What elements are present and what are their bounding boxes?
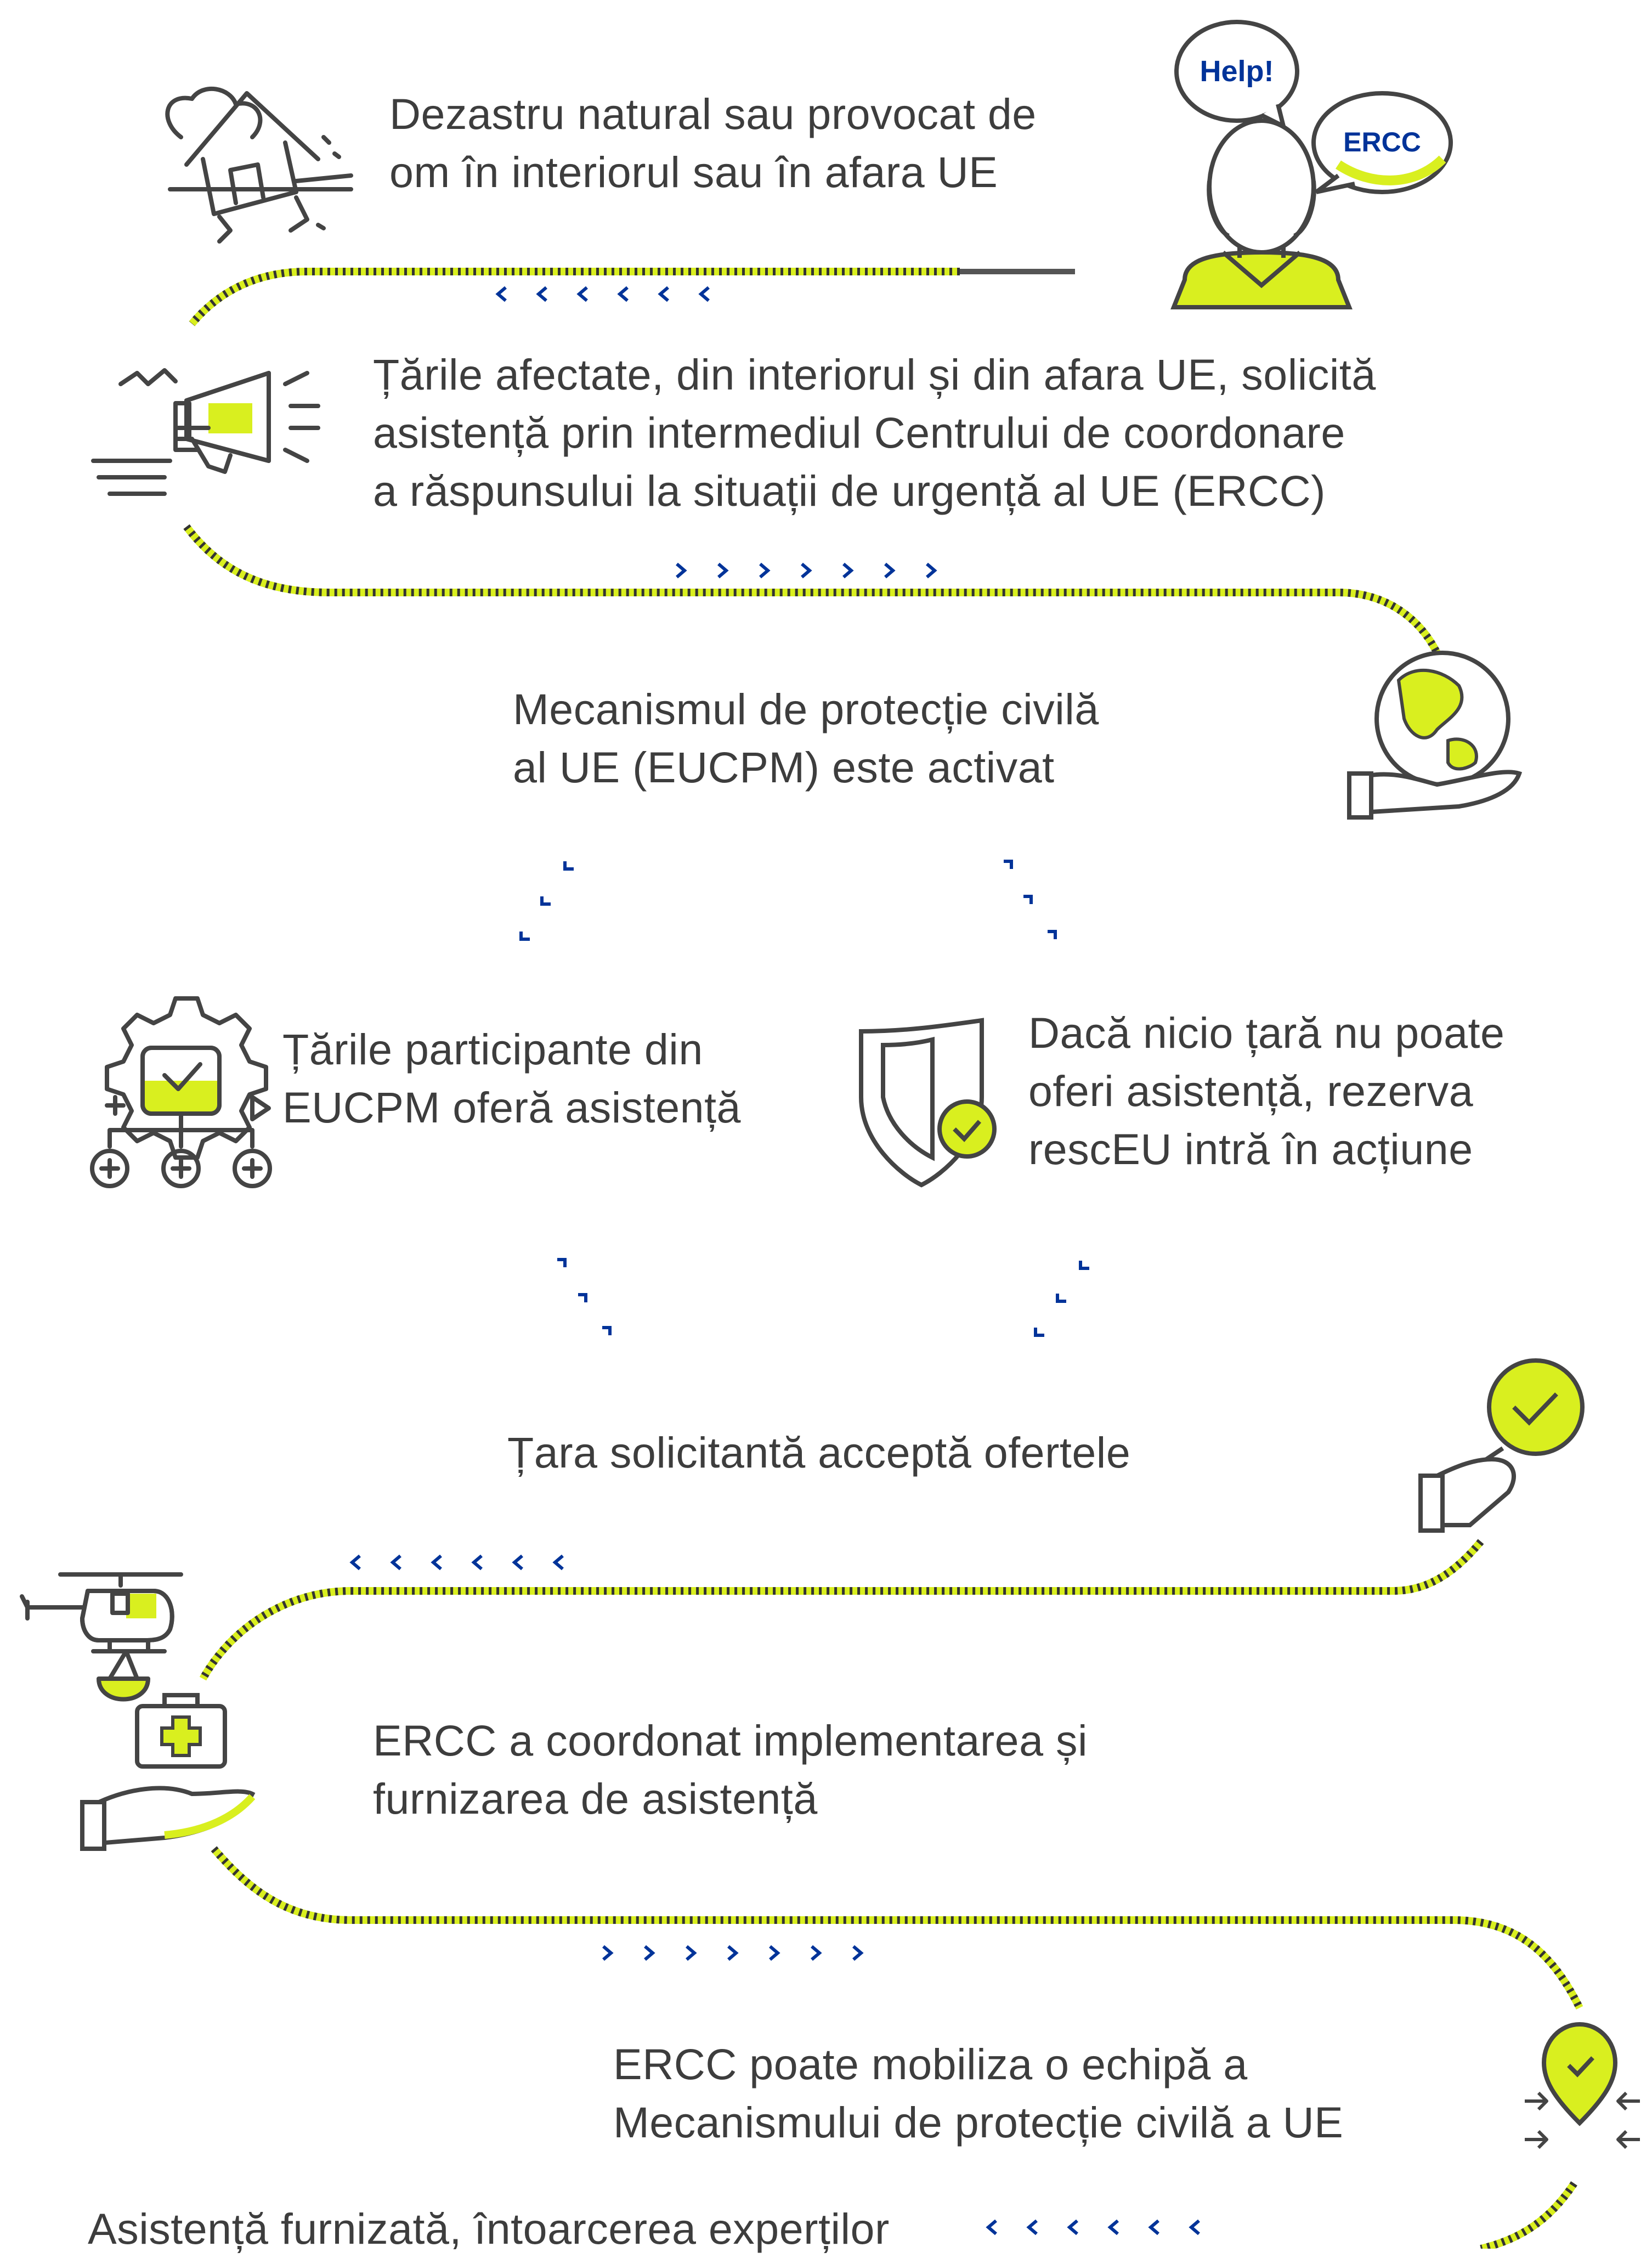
gear-checklist-icon — [90, 996, 272, 1188]
step-7-line-2: Mecanismului de protecție civilă a UE — [613, 2098, 1344, 2147]
step-2-line-2: asistență prin intermediul Centrului de … — [373, 408, 1345, 457]
step-7-line-1: ERCC poate mobiliza o echipă a — [613, 2040, 1248, 2088]
hand-check-icon — [1418, 1358, 1585, 1533]
megaphone-icon — [91, 368, 320, 496]
step-8-line-1: Asistență furnizată, întoarcerea experți… — [88, 2204, 890, 2253]
arrows-left-5 — [986, 2219, 1200, 2236]
shield-check-icon — [859, 1018, 997, 1188]
step-4a-line-2: EUCPM oferă asistență — [282, 1083, 741, 1132]
person-speech-icon: Help! ERCC — [1170, 20, 1453, 309]
first-aid-hand-icon — [80, 1693, 256, 1851]
help-bubble-text: Help! — [1200, 55, 1274, 88]
step-1-line-2: om în interiorul sau în afara UE — [389, 148, 998, 196]
step-4a-text: Țările participante din EUCPM oferă asis… — [282, 1020, 741, 1137]
step-5-line-1: Țara solicitantă acceptă ofertele — [507, 1428, 1131, 1477]
step-4b-text: Dacă nicio țară nu poate oferi asistență… — [1028, 1004, 1504, 1178]
location-check-icon — [1525, 2022, 1640, 2149]
house-disaster-icon — [165, 87, 353, 244]
connector-3 — [199, 1539, 1484, 1681]
step-6-text: ERCC a coordonat implementarea și furniz… — [373, 1712, 1088, 1828]
step-4b-line-3: rescEU intră în acțiune — [1028, 1125, 1473, 1173]
step-2-text: Țările afectate, din interiorul și din a… — [373, 346, 1376, 520]
arrows-right-4 — [602, 1945, 864, 1961]
step-1-line-1: Dezastru natural sau provocat de — [389, 89, 1037, 138]
step-2-line-3: a răspunsului la situații de urgență al … — [373, 466, 1326, 515]
step-5-text: Țara solicitantă acceptă ofertele — [507, 1424, 1130, 1482]
step-3-line-2: al UE (EUCPM) este activat — [513, 743, 1055, 792]
step-7-text: ERCC poate mobiliza o echipă a Mecanismu… — [613, 2035, 1343, 2152]
ercc-bubble-text: ERCC — [1343, 127, 1421, 157]
connector-2 — [183, 524, 1441, 655]
connector-5 — [1480, 2181, 1577, 2249]
step-2-line-1: Țările afectate, din interiorul și din a… — [373, 350, 1376, 399]
step-8-text: Asistență furnizată, întoarcerea experți… — [88, 2200, 890, 2258]
step-6-line-1: ERCC a coordonat implementarea și — [373, 1716, 1088, 1765]
connector-4 — [211, 1846, 1583, 2010]
branch-arrows — [519, 860, 1089, 1337]
step-1-text: Dezastru natural sau provocat de om în i… — [389, 85, 1037, 201]
step-4a-line-1: Țările participante din — [282, 1025, 703, 1074]
step-6-line-2: furnizarea de asistență — [373, 1774, 818, 1823]
step-4b-line-1: Dacă nicio țară nu poate — [1028, 1008, 1505, 1057]
helicopter-icon — [20, 1572, 183, 1702]
connector-1 — [189, 268, 1075, 326]
arrows-right-2 — [676, 562, 937, 579]
arrows-left-3 — [349, 1554, 564, 1571]
globe-hand-icon — [1347, 651, 1523, 820]
arrows-left-1 — [495, 286, 710, 302]
step-3-line-1: Mecanismul de protecție civilă — [513, 685, 1099, 733]
step-4b-line-2: oferi asistență, rezerva — [1028, 1066, 1474, 1115]
step-3-text: Mecanismul de protecție civilă al UE (EU… — [513, 680, 1099, 797]
